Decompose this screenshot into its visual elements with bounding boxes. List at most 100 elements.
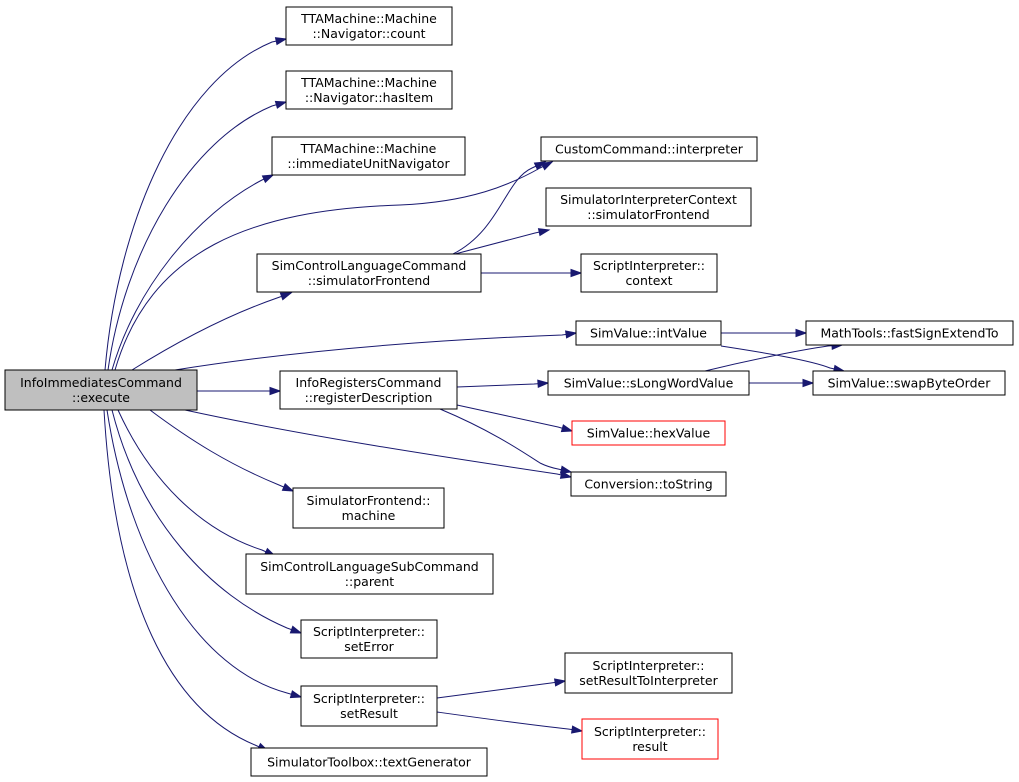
edge-regDesc-to-toString xyxy=(439,408,573,474)
node-box xyxy=(545,187,752,227)
edge-line xyxy=(184,409,572,478)
node-box xyxy=(285,6,453,46)
node-s-long[interactable]: SimValue::sLongWordValue xyxy=(547,370,750,396)
node-box xyxy=(300,685,438,727)
node-set-result-to-interp[interactable]: ScriptInterpreter::setResultToInterprete… xyxy=(564,652,733,694)
edge-setResult-to-result xyxy=(436,711,584,734)
node-swap[interactable]: SimValue::swapByteOrder xyxy=(812,370,1006,396)
node-box xyxy=(581,718,719,760)
edge-line xyxy=(704,344,843,372)
node-label-line: ScriptInterpreter:: xyxy=(593,258,705,273)
edge-execute-to-customInterp xyxy=(114,161,554,371)
node-label-line: ::Navigator::count xyxy=(312,26,425,41)
arrowhead xyxy=(571,725,584,734)
node-set-error[interactable]: ScriptInterpreter::setError xyxy=(300,619,438,659)
node-label-line: ScriptInterpreter:: xyxy=(594,724,706,739)
edge-execute-to-regDesc xyxy=(197,386,282,396)
node-script-context[interactable]: ScriptInterpreter::context xyxy=(580,253,718,293)
node-sim-ctx-frontend[interactable]: SimulatorInterpreterContext::simulatorFr… xyxy=(545,187,752,227)
edge-intValue-to-swap xyxy=(720,345,846,373)
node-execute[interactable]: InfoImmediatesCommand::execute xyxy=(4,369,198,411)
node-box xyxy=(575,320,722,346)
node-box xyxy=(564,652,733,694)
node-box xyxy=(812,370,1006,396)
edge-execute-to-machine xyxy=(149,409,295,492)
edge-line xyxy=(117,409,276,557)
node-label-line: SimValue::intValue xyxy=(590,326,707,341)
node-fast-sign[interactable]: MathTools::fastSignExtendTo xyxy=(805,320,1014,346)
node-box xyxy=(250,747,488,777)
edge-line xyxy=(452,161,546,255)
node-label-line: ::immediateUnitNavigator xyxy=(287,156,450,171)
edge-sLong-to-swap xyxy=(749,378,815,388)
node-nav-count[interactable]: TTAMachine::Machine::Navigator::count xyxy=(285,6,453,46)
node-box xyxy=(571,420,726,446)
call-nodes: InfoImmediatesCommand::execute TTAMachine… xyxy=(4,6,1014,777)
node-label-line: ::simulatorFrontend xyxy=(308,273,431,288)
arrowhead xyxy=(570,268,583,278)
node-parent[interactable]: SimControlLanguageSubCommand::parent xyxy=(245,553,494,595)
edge-line xyxy=(111,409,302,634)
node-nav-has-item[interactable]: TTAMachine::Machine::Navigator::hasItem xyxy=(285,70,453,110)
edge-setResult-to-setResultToInterp xyxy=(436,678,567,699)
arrowhead xyxy=(533,161,547,171)
edge-execute-to-immNav xyxy=(111,174,275,371)
node-label-line: ::registerDescription xyxy=(305,390,433,405)
node-custom-interp[interactable]: CustomCommand::interpreter xyxy=(540,136,758,162)
node-result[interactable]: ScriptInterpreter::result xyxy=(581,718,719,760)
node-to-string[interactable]: Conversion::toString xyxy=(570,471,727,497)
edge-line xyxy=(439,408,572,473)
edge-execute-to-navHasItem xyxy=(107,100,288,371)
edge-execute-to-intValue xyxy=(174,330,578,371)
node-box xyxy=(279,370,458,410)
node-box xyxy=(4,369,198,411)
node-label-line: ::execute xyxy=(72,390,130,405)
node-label-line: TTAMachine::Machine xyxy=(300,141,437,156)
edge-execute-to-navCount xyxy=(104,37,288,371)
node-label-line: SimValue::swapByteOrder xyxy=(828,376,992,391)
arrowhead xyxy=(279,292,293,301)
edge-line xyxy=(114,161,553,371)
node-label-line: SimulatorToolbox::textGenerator xyxy=(267,755,472,770)
arrowhead xyxy=(537,379,550,388)
node-label-line: ScriptInterpreter:: xyxy=(592,658,704,673)
node-imm-nav[interactable]: TTAMachine::Machine::immediateUnitNaviga… xyxy=(271,136,466,176)
edge-execute-to-sclcFrontend xyxy=(131,292,293,371)
edge-line xyxy=(107,101,287,371)
node-label-line: ::Navigator::hasItem xyxy=(305,90,433,105)
node-label-line: SimValue::sLongWordValue xyxy=(564,376,734,391)
node-box xyxy=(300,619,438,659)
node-int-value[interactable]: SimValue::intValue xyxy=(575,320,722,346)
node-label-line: result xyxy=(632,739,667,754)
node-label-line: setResult xyxy=(340,706,398,721)
node-hex-value[interactable]: SimValue::hexValue xyxy=(571,420,726,446)
edge-sclcFrontend-to-customInterp xyxy=(452,161,547,255)
edge-line xyxy=(456,382,549,388)
node-box xyxy=(540,136,758,162)
node-set-result[interactable]: ScriptInterpreter::setResult xyxy=(300,685,438,727)
edge-intValue-to-fastSign xyxy=(721,328,808,338)
node-machine[interactable]: SimulatorFrontend::machine xyxy=(292,487,445,529)
arrowhead xyxy=(289,690,303,699)
node-label-line: context xyxy=(625,273,672,288)
node-box xyxy=(292,487,445,529)
edge-line xyxy=(456,404,573,432)
node-box xyxy=(547,370,750,396)
node-sclc-frontend[interactable]: SimControlLanguageCommand::simulatorFron… xyxy=(256,253,482,293)
edge-line xyxy=(436,711,583,732)
node-reg-desc[interactable]: InfoRegistersCommand::registerDescriptio… xyxy=(279,370,458,410)
node-text-gen[interactable]: SimulatorToolbox::textGenerator xyxy=(250,747,488,777)
edge-sclcFrontend-to-simCtxFrontend xyxy=(454,228,551,255)
edge-line xyxy=(131,292,292,371)
node-box xyxy=(580,253,718,293)
call-edges xyxy=(103,37,846,752)
node-label-line: SimulatorFrontend:: xyxy=(307,493,431,508)
arrowhead xyxy=(537,228,551,237)
node-label-line: SimValue::hexValue xyxy=(587,426,711,441)
node-label-line: ScriptInterpreter:: xyxy=(313,624,425,639)
edge-line xyxy=(720,345,845,372)
edge-line xyxy=(149,409,294,492)
node-label-line: Conversion::toString xyxy=(584,477,712,492)
node-label-line: InfoImmediatesCommand xyxy=(20,375,182,390)
edge-execute-to-parent xyxy=(117,409,277,557)
